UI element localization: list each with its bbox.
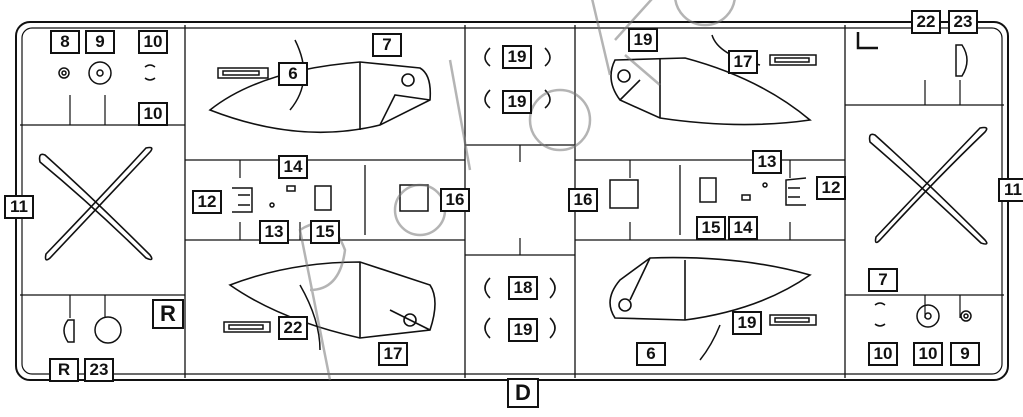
parts-19 xyxy=(484,47,556,339)
propeller-right xyxy=(868,126,988,245)
small-parts xyxy=(232,177,807,213)
part-label: 13 xyxy=(259,220,289,244)
part-label: 11 xyxy=(4,195,34,219)
part-label: 19 xyxy=(508,318,538,342)
part-label: 15 xyxy=(696,216,726,240)
part-label: 12 xyxy=(816,176,846,200)
part-label: 19 xyxy=(502,90,532,114)
part-label: 19 xyxy=(502,45,532,69)
hull-halves xyxy=(208,57,812,339)
part-label: 22 xyxy=(278,316,308,340)
round-parts xyxy=(58,44,972,344)
part-label: 10 xyxy=(913,342,943,366)
part-label: R xyxy=(49,358,79,382)
part-label: 19 xyxy=(628,28,658,52)
part-label: 16 xyxy=(440,188,470,212)
part-label: 7 xyxy=(868,268,898,292)
sprue-letter: D xyxy=(507,378,539,408)
part-label: 10 xyxy=(138,102,168,126)
part-label: 13 xyxy=(752,150,782,174)
part-label: 12 xyxy=(192,190,222,214)
part-label: 10 xyxy=(868,342,898,366)
part-label: 16 xyxy=(568,188,598,212)
propeller-left xyxy=(38,146,153,261)
part-label: 17 xyxy=(728,50,758,74)
part-label: 10 xyxy=(138,30,168,54)
part-label: 8 xyxy=(50,30,80,54)
part-label: 14 xyxy=(728,216,758,240)
watermark xyxy=(298,0,736,381)
part-label: 23 xyxy=(84,358,114,382)
part-label: 6 xyxy=(278,62,308,86)
part-label: 15 xyxy=(310,220,340,244)
side-mark-r: R xyxy=(152,299,184,329)
part-label: 14 xyxy=(278,155,308,179)
part-label: 7 xyxy=(372,33,402,57)
part-label: 22 xyxy=(911,10,941,34)
part-label: 11 xyxy=(998,178,1023,202)
part-label: 17 xyxy=(378,342,408,366)
side-mark-l xyxy=(856,32,878,50)
part-label: 6 xyxy=(636,342,666,366)
part-label: 9 xyxy=(950,342,980,366)
strips xyxy=(217,54,817,333)
part-label: 23 xyxy=(948,10,978,34)
part-label: 9 xyxy=(85,30,115,54)
part-label: 18 xyxy=(508,276,538,300)
part-label: 19 xyxy=(732,311,762,335)
